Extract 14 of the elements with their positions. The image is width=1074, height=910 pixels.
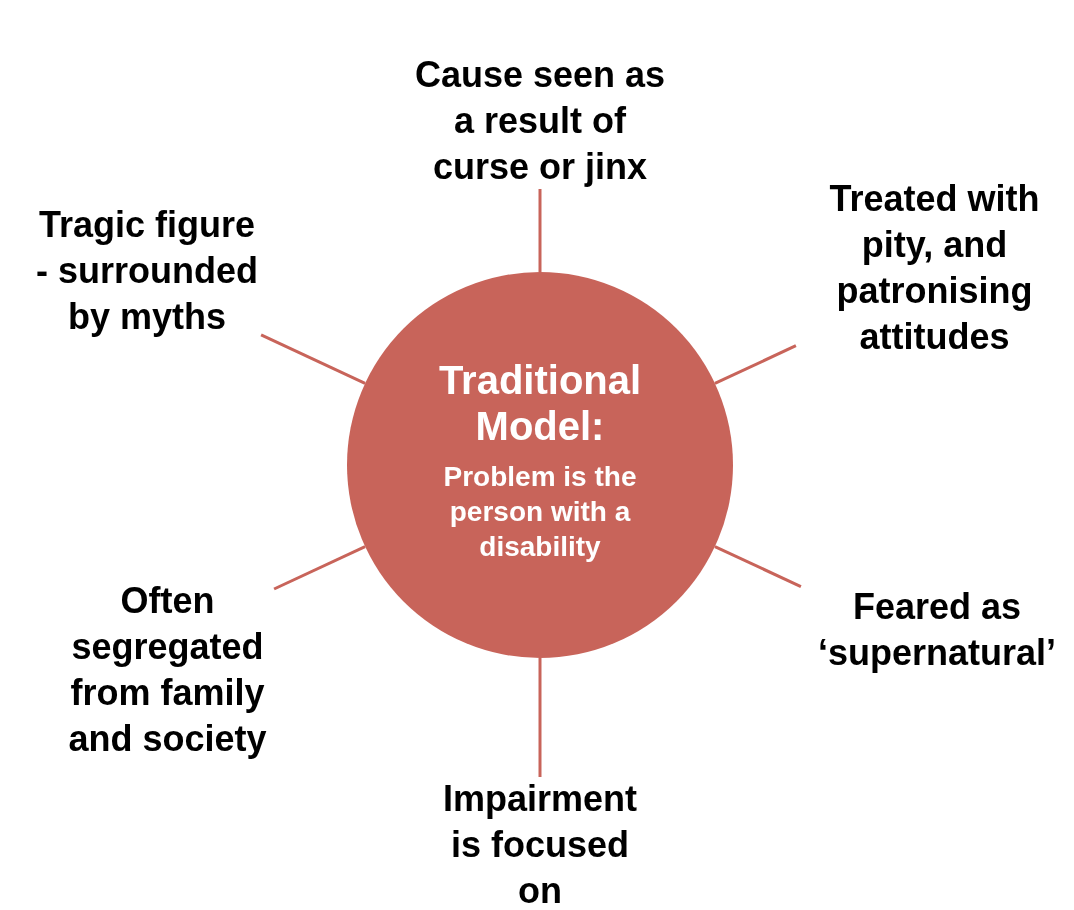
connector-line xyxy=(538,189,542,272)
node-description: Problem is the person with a disability xyxy=(442,459,638,564)
connector-line xyxy=(714,344,797,385)
connector-line xyxy=(273,545,366,591)
text-label: Often segregated from family and society xyxy=(67,579,268,761)
node-heading: Traditional Model: xyxy=(437,356,643,449)
text-label: Cause seen as a result of curse or jinx xyxy=(413,53,667,189)
text-label: Impairment is focused on xyxy=(441,777,638,910)
connector-line xyxy=(538,658,542,777)
text-label: Tragic figure - surrounded by myths xyxy=(35,203,259,339)
text-label: Treated with pity, and patronising attitudes xyxy=(828,177,1041,359)
text-label: Feared as ‘supernatural’ xyxy=(816,585,1058,675)
connector-line xyxy=(714,545,802,589)
connector-line xyxy=(260,333,366,385)
